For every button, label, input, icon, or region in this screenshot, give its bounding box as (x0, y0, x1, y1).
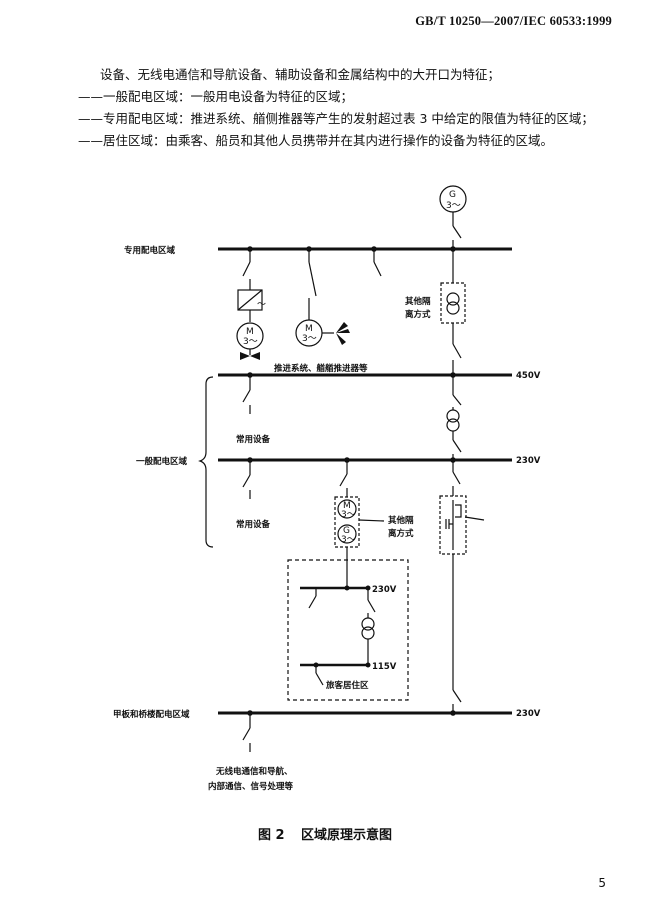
mg-generator-letter: G (343, 526, 350, 536)
generator-letter: G (449, 190, 456, 200)
list-item-accommodation-zone: ——居住区域：由乘客、船员和其他人员携带并在其内进行操作的设备为特征的区域。 (78, 133, 554, 148)
label-passenger-zone: 旅客居住区 (325, 680, 369, 691)
label-isolation-2b: 离方式 (388, 528, 414, 539)
label-230v-deck: 230V (516, 709, 541, 719)
label-isolation-2a: 其他隔 (388, 515, 414, 526)
label-115v: 115V (372, 662, 397, 672)
label-radio-1: 无线电通信和导航、 (215, 766, 293, 777)
mg-generator-phase: 3～ (341, 535, 356, 545)
propeller-icon-2 (336, 322, 350, 345)
figure-caption: 图 2 区域原理示意图 (0, 824, 650, 843)
label-special-zone: 专用配电区域 (124, 245, 176, 256)
mg-motor-letter: M (343, 501, 351, 511)
page-number: 5 (598, 876, 606, 890)
label-common-1: 常用设备 (236, 434, 271, 445)
motor-2-letter: M (305, 324, 313, 334)
passenger-zone-box (287, 559, 409, 701)
label-common-2: 常用设备 (236, 519, 271, 530)
motor-1-phase: 3～ (243, 337, 258, 347)
figure-number: 图 2 (257, 828, 285, 843)
label-isolation-1a: 其他隔 (405, 296, 431, 307)
general-zone-brace (198, 376, 214, 548)
figure-title: 区域原理示意图 (301, 828, 393, 843)
motor-1-letter: M (246, 327, 254, 337)
label-450v: 450V (516, 371, 541, 381)
generator-phase: 3～ (446, 201, 461, 211)
label-general-zone: 一般配电区域 (136, 456, 188, 467)
list-item-special-zone: ——专用配电区域：推进系统、艏侧推器等产生的发射超过表 3 中给定的限值为特征的… (78, 111, 594, 126)
label-propulsion: 推进系统、艏艏推进器等 (274, 363, 368, 374)
mg-motor-phase: 3～ (341, 510, 356, 520)
list-item-general-zone: ——一般配电区域：一般用电设备为特征的区域； (78, 89, 354, 104)
isolation-box-1 (440, 282, 466, 324)
paragraph-continuation: 设备、无线电通信和导航设备、辅助设备和金属结构中的大开口为特征； (100, 67, 501, 82)
label-230v-general: 230V (516, 456, 541, 466)
label-radio-2: 内部通信、信号处理等 (208, 781, 294, 792)
label-deck-zone: 甲板和桥楼配电区域 (113, 709, 190, 720)
converter-ac-symbol: ～ (257, 300, 266, 310)
label-isolation-1b: 离方式 (405, 309, 431, 320)
propeller-icon-1 (240, 352, 260, 360)
label-230v-passenger: 230V (372, 585, 397, 595)
motor-2-phase: 3～ (302, 334, 317, 344)
standard-number: GB/T 10250—2007/IEC 60533:1999 (415, 14, 612, 28)
